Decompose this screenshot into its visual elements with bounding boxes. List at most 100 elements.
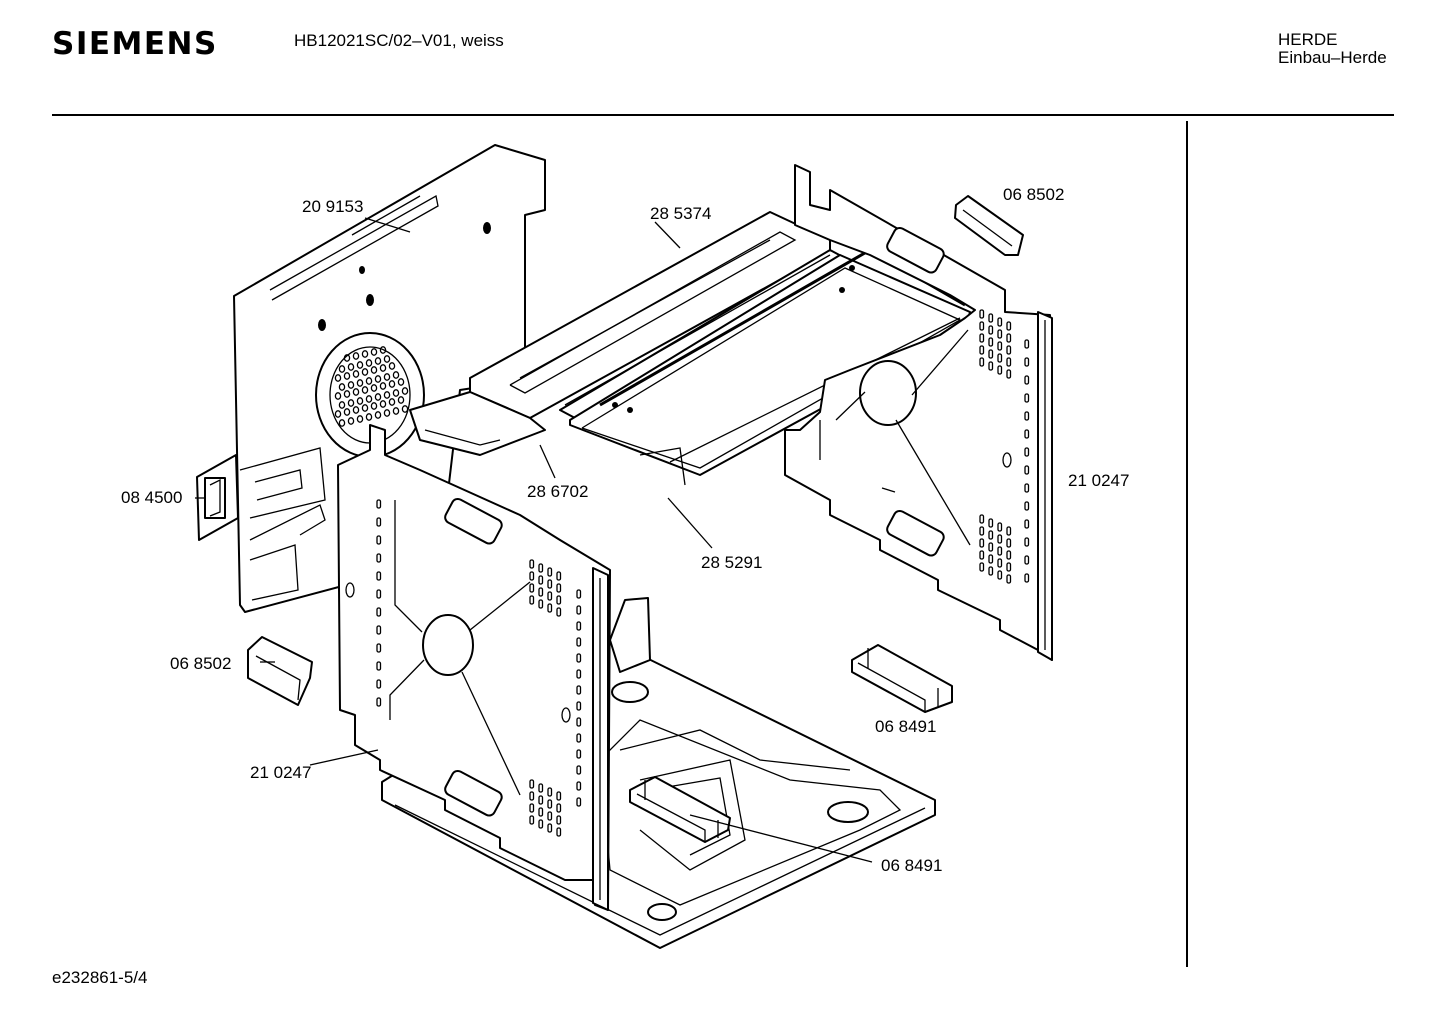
- grille-hole: [338, 365, 346, 373]
- vent-slot: [1006, 538, 1012, 548]
- vent-slot: [547, 579, 553, 589]
- vent-slot: [538, 783, 544, 793]
- top-panel: [409, 211, 831, 456]
- vent-slot: [576, 733, 582, 743]
- category-label: HERDE Einbau–Herde: [1278, 31, 1387, 67]
- vent-slot: [1006, 333, 1012, 343]
- part-label-28-5291: 28 5291: [701, 553, 762, 572]
- grille-hole: [352, 370, 360, 378]
- grille-hole: [338, 383, 346, 391]
- vent-slot: [1024, 573, 1030, 583]
- vent-slot: [376, 661, 382, 671]
- grille-hole: [356, 379, 364, 387]
- left-clip: [247, 636, 313, 706]
- vent-slot: [988, 554, 994, 564]
- vent-slot: [1024, 465, 1030, 475]
- part-labels: 20 9153 28 5374 06 8502 21 0247 08 4500 …: [121, 185, 1129, 875]
- vent-slot: [1024, 375, 1030, 385]
- vent-slot: [576, 669, 582, 679]
- vent-slot: [1006, 357, 1012, 367]
- grille-hole: [334, 392, 342, 400]
- vent-slot: [556, 827, 562, 837]
- vent-slot: [1024, 411, 1030, 421]
- grille-hole: [361, 386, 369, 394]
- vent-slot: [556, 583, 562, 593]
- vent-slot: [1006, 526, 1012, 536]
- vent-slot: [576, 685, 582, 695]
- vent-slot: [1006, 562, 1012, 572]
- vent-slot: [979, 357, 985, 367]
- vent-slot: [997, 534, 1003, 544]
- grille-hole: [383, 409, 391, 417]
- vent-slot: [988, 361, 994, 371]
- vent-slot: [547, 787, 553, 797]
- vent-slot: [576, 701, 582, 711]
- vent-slot: [376, 625, 382, 635]
- grille-hole: [343, 354, 351, 362]
- grille-hole: [370, 366, 378, 374]
- vent-slot: [547, 603, 553, 613]
- vent-slot: [376, 553, 382, 563]
- grille-hole: [347, 417, 355, 425]
- vent-slot: [988, 313, 994, 323]
- vent-slot: [979, 514, 985, 524]
- vent-slot: [529, 779, 535, 789]
- vent-slot: [576, 621, 582, 631]
- grille-hole: [343, 372, 351, 380]
- grille-hole: [365, 359, 373, 367]
- vent-slot: [997, 546, 1003, 556]
- vent-slot: [997, 353, 1003, 363]
- vent-slot: [988, 530, 994, 540]
- vent-slot: [979, 333, 985, 343]
- vent-slot: [576, 765, 582, 775]
- grille-hole: [352, 388, 360, 396]
- part-label-06-8502-left: 06 8502: [170, 654, 231, 673]
- vent-slot: [1024, 537, 1030, 547]
- vent-slot: [376, 643, 382, 653]
- grille-hole: [379, 364, 387, 372]
- grille-hole: [343, 390, 351, 398]
- right-top-clip: [954, 195, 1024, 256]
- vent-slot: [529, 791, 535, 801]
- vent-slot: [997, 317, 1003, 327]
- vent-slot: [1006, 345, 1012, 355]
- vent-slot: [979, 309, 985, 319]
- grille-hole: [356, 361, 364, 369]
- vent-slot: [576, 717, 582, 727]
- vent-slot: [547, 823, 553, 833]
- grille-hole: [338, 419, 346, 427]
- grille-hole: [356, 415, 364, 423]
- grille-hole: [383, 373, 391, 381]
- grille-hole: [365, 377, 373, 385]
- part-label-21-0247-left: 21 0247: [250, 763, 311, 782]
- vent-slot: [576, 589, 582, 599]
- vent-slot: [556, 803, 562, 813]
- vent-slot: [1024, 501, 1030, 511]
- leader-lines: [195, 217, 873, 863]
- part-label-06-8491-upper: 06 8491: [875, 717, 936, 736]
- vent-slot: [376, 679, 382, 689]
- vent-slot: [1024, 393, 1030, 403]
- grille-hole: [392, 407, 400, 415]
- right-bracket-upper: [851, 644, 953, 713]
- grille-hole: [401, 405, 409, 413]
- grille-hole: [397, 396, 405, 404]
- vent-slot: [556, 607, 562, 617]
- vent-slot: [988, 325, 994, 335]
- vent-slot: [576, 605, 582, 615]
- vent-slot: [538, 795, 544, 805]
- vent-slot: [979, 345, 985, 355]
- vent-slot: [576, 749, 582, 759]
- header-rule: [52, 114, 1394, 116]
- grille-hole: [361, 368, 369, 376]
- grille-hole: [334, 410, 342, 418]
- vent-slot: [547, 591, 553, 601]
- vent-slot: [556, 791, 562, 801]
- vent-slot: [529, 595, 535, 605]
- grille-hole: [374, 375, 382, 383]
- vent-slot: [538, 575, 544, 585]
- grille-hole: [379, 346, 387, 354]
- vent-slot: [1024, 483, 1030, 493]
- vent-slot: [997, 558, 1003, 568]
- vent-slot: [997, 341, 1003, 351]
